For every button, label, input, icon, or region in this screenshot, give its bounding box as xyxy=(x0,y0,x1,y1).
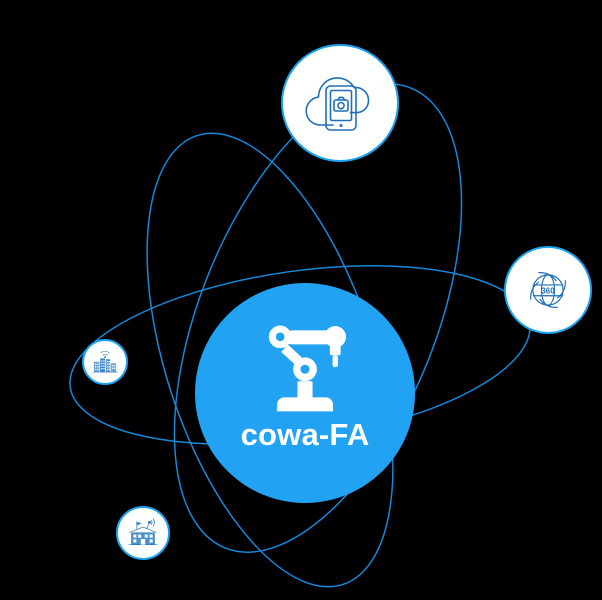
node-panorama-360[interactable]: 360 xyxy=(504,246,592,334)
factory-antenna-icon xyxy=(128,518,158,546)
node-cloud-camera[interactable] xyxy=(281,44,399,162)
hub-label: cowa-FA xyxy=(241,417,370,452)
hub-node[interactable]: cowa-FA xyxy=(195,283,415,503)
panorama-360-icon: 360 xyxy=(530,272,566,308)
orbit-steep-right xyxy=(173,83,463,553)
cloud-camera-icon xyxy=(305,77,370,131)
node-smart-city[interactable] xyxy=(82,339,128,385)
node-smart-city-circle[interactable] xyxy=(82,339,128,385)
panorama-360-badge-label: 360 xyxy=(541,286,555,295)
node-panorama-360-circle[interactable] xyxy=(504,246,592,334)
robot-arm-icon xyxy=(268,325,347,412)
node-factory-antenna[interactable] xyxy=(116,506,170,560)
smart-city-icon xyxy=(92,350,118,373)
